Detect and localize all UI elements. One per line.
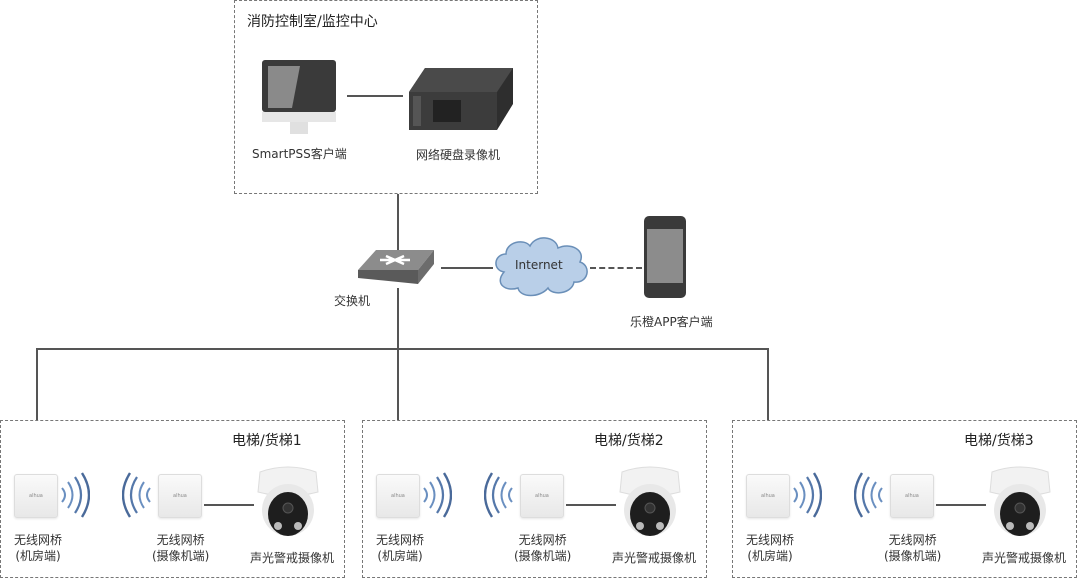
- bridge-camera-label: 无线网桥 (摄像机端): [514, 532, 571, 564]
- switch-downlink-line: [397, 288, 399, 420]
- brand-logo: alhua: [535, 493, 549, 499]
- control-room-zone: [234, 0, 538, 194]
- monitor-nvr-link: [347, 95, 403, 97]
- bridge-camera-side: (摄像机端): [152, 549, 210, 563]
- wireless-signal-icon: [122, 472, 151, 518]
- bridge-room-side: (机房端): [377, 549, 423, 563]
- bridge-camera-name: 无线网桥: [156, 533, 205, 547]
- wireless-signal-icon: [484, 472, 513, 518]
- app-client-label: 乐橙APP客户端: [630, 315, 713, 329]
- monitor-icon: [262, 60, 336, 134]
- bridge-room-side: (机房端): [15, 549, 61, 563]
- wireless-bridge-room-icon: alhua: [376, 474, 420, 518]
- camera-label: 声光警戒摄像机: [612, 551, 697, 565]
- wireless-bridge-room-icon: alhua: [746, 474, 790, 518]
- zone-title: 电梯/货梯3: [964, 433, 1034, 449]
- bridge-room-label: 无线网桥 (机房端): [376, 532, 424, 564]
- bridge-camera-link: [566, 504, 616, 506]
- nvr-icon: [409, 68, 513, 130]
- wireless-signal-icon: [61, 472, 90, 518]
- wireless-bridge-camera-icon: alhua: [890, 474, 934, 518]
- wireless-signal-icon: [854, 472, 883, 518]
- bridge-camera-link: [936, 504, 986, 506]
- smartpss-client-label: SmartPSS客户端: [252, 147, 347, 161]
- brand-logo: alhua: [761, 493, 775, 499]
- wireless-bridge-camera-icon: alhua: [520, 474, 564, 518]
- dome-camera-icon: [619, 466, 681, 536]
- bridge-camera-link: [204, 504, 254, 506]
- camera-label: 声光警戒摄像机: [250, 551, 335, 565]
- zone3-drop: [767, 348, 769, 420]
- brand-logo: alhua: [173, 493, 187, 499]
- bridge-room-name: 无线网桥: [14, 533, 63, 547]
- dome-camera-icon: [989, 466, 1051, 536]
- wireless-bridge-camera-icon: alhua: [158, 474, 202, 518]
- switch-label: 交换机: [334, 294, 371, 308]
- bridge-camera-side: (摄像机端): [514, 549, 572, 563]
- brand-logo: alhua: [29, 493, 43, 499]
- brand-logo: alhua: [905, 493, 919, 499]
- brand-logo: alhua: [391, 493, 405, 499]
- bridge-camera-name: 无线网桥: [518, 533, 567, 547]
- wireless-bridge-room-icon: alhua: [14, 474, 58, 518]
- wireless-signal-icon: [423, 472, 452, 518]
- internet-label: Internet: [515, 258, 563, 272]
- smartphone-icon: [644, 216, 686, 298]
- bridge-camera-label: 无线网桥 (摄像机端): [152, 532, 209, 564]
- bridge-room-side: (机房端): [747, 549, 793, 563]
- bridge-room-name: 无线网桥: [376, 533, 425, 547]
- wireless-signal-icon: [793, 472, 822, 518]
- bridge-camera-side: (摄像机端): [884, 549, 942, 563]
- uplink-line: [397, 194, 399, 252]
- distribution-bus: [36, 348, 769, 350]
- zone-title: 电梯/货梯2: [594, 433, 664, 449]
- nvr-label: 网络硬盘录像机: [416, 148, 501, 162]
- bridge-room-name: 无线网桥: [746, 533, 795, 547]
- camera-label: 声光警戒摄像机: [982, 551, 1067, 565]
- control-room-title: 消防控制室/监控中心: [247, 14, 378, 30]
- bridge-camera-label: 无线网桥 (摄像机端): [884, 532, 941, 564]
- zone-title: 电梯/货梯1: [232, 433, 302, 449]
- bridge-camera-name: 无线网桥: [888, 533, 937, 547]
- zone1-drop: [36, 348, 38, 420]
- internet-cloud-icon: [495, 237, 588, 297]
- bridge-room-label: 无线网桥 (机房端): [746, 532, 794, 564]
- switch-icon: [358, 250, 434, 284]
- switch-internet-link: [441, 267, 493, 269]
- bridge-room-label: 无线网桥 (机房端): [14, 532, 62, 564]
- dome-camera-icon: [257, 466, 319, 536]
- internet-app-link: [590, 267, 642, 269]
